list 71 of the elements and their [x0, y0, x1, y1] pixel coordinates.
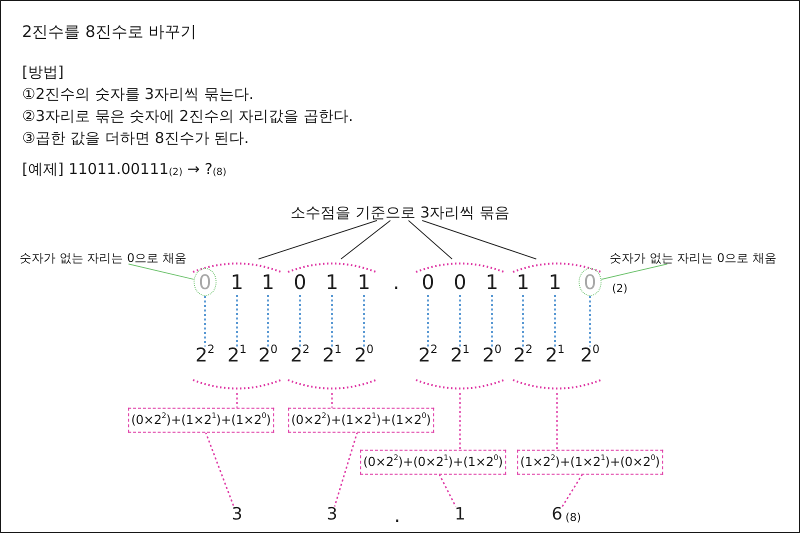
octal-digit: 3 [326, 506, 338, 524]
method-step: ①2진수의 숫자를 3자리씩 묶는다. [22, 85, 254, 104]
formula-box: (1×2$^{2}$)+(1×2$^{1}$)+(0×2$^{0}$) [517, 450, 663, 474]
dotted-guide-line [204, 432, 234, 507]
binary-digit: 0 [578, 268, 602, 296]
dotted-guide-line [491, 295, 493, 346]
formula-box: (0×2$^{2}$)+(1×2$^{1}$)+(1×2$^{0}$) [288, 408, 434, 432]
leader-line [422, 220, 537, 260]
dotted-guide-line [459, 295, 461, 346]
formula-box: (0×2$^{2}$)+(1×2$^{1}$)+(1×2$^{0}$) [128, 408, 274, 432]
method-step: ②3자리로 묶은 숫자에 2진수의 자리값을 곱한다. [22, 107, 354, 126]
place-value: 2$^{2}$ [290, 346, 310, 366]
binary-digit: 1 [258, 269, 278, 295]
dotted-guide-line [331, 295, 333, 346]
binary-digit: 0 [194, 268, 216, 296]
dotted-guide-line [299, 295, 301, 346]
binary-digit: 0 [290, 269, 310, 295]
place-value: 2$^{1}$ [322, 346, 342, 366]
dotted-guide-line [427, 295, 429, 346]
binary-digit: 0 [418, 269, 438, 295]
group-note: 소수점을 기준으로 3자리씩 묶음 [290, 206, 510, 220]
dotted-guide-line [331, 393, 333, 408]
place-value: 2$^{0}$ [258, 346, 278, 366]
binary-digit: 1 [322, 269, 342, 295]
binary-digit: 1 [226, 269, 248, 295]
binary-digit: 0 [450, 269, 470, 295]
dotted-guide-line [589, 296, 591, 346]
binary-digit: 1 [354, 269, 374, 295]
decimal-point: . [393, 270, 400, 294]
place-value: 2$^{2}$ [513, 346, 533, 366]
place-value: 2$^{2}$ [418, 346, 438, 366]
leader-line [340, 220, 391, 260]
dotted-guide-line [204, 296, 206, 346]
dotted-guide-line [236, 393, 238, 408]
place-value: 2$^{0}$ [580, 346, 600, 366]
octal-digit: 1 [454, 506, 466, 524]
dotted-guide-line [459, 393, 461, 450]
example-text: [예제] 11011.00111$_{(2)}$ → ?$_{(8)}$ [22, 160, 226, 179]
dotted-guide-line [236, 295, 238, 346]
leader-line [408, 220, 453, 260]
binary-digit: 1 [512, 269, 534, 295]
decimal-point: . [394, 503, 400, 527]
callout-text: 숫자가 없는 자리는 0으로 채움 [20, 252, 186, 264]
dotted-guide-line [562, 474, 584, 507]
leader-line [128, 264, 194, 280]
dotted-guide-line [334, 432, 358, 507]
octal-digit: 3 [232, 506, 242, 524]
leader-line [258, 220, 378, 260]
dotted-guide-line [556, 393, 558, 450]
section-heading: [방법] [22, 63, 64, 82]
place-value: 2$^{1}$ [545, 346, 565, 366]
place-value: 2$^{2}$ [195, 346, 215, 366]
dotted-guide-line [438, 474, 456, 507]
place-value: 2$^{0}$ [354, 346, 374, 366]
formula-box: (0×2$^{2}$)+(0×2$^{1}$)+(1×2$^{0}$) [360, 450, 506, 474]
octal-digit: 6 [552, 506, 562, 524]
leader-line [600, 264, 668, 280]
callout-text: 숫자가 없는 자리는 0으로 채움 [610, 252, 776, 264]
binary-digit: 1 [482, 269, 502, 295]
binary-digit: 1 [544, 269, 566, 295]
dotted-guide-line [363, 295, 365, 346]
dotted-guide-line [267, 295, 269, 346]
base-subscript: (8) [565, 510, 581, 524]
title: 2진수를 8진수로 바꾸기 [22, 22, 197, 43]
method-step: ③곱한 값을 더하면 8진수가 된다. [22, 129, 249, 148]
place-value: 2$^{1}$ [450, 346, 470, 366]
place-value: 2$^{0}$ [482, 346, 502, 366]
base-subscript: (2) [612, 282, 628, 295]
dotted-guide-line [522, 295, 524, 346]
place-value: 2$^{1}$ [227, 346, 247, 366]
dotted-guide-line [554, 295, 556, 346]
